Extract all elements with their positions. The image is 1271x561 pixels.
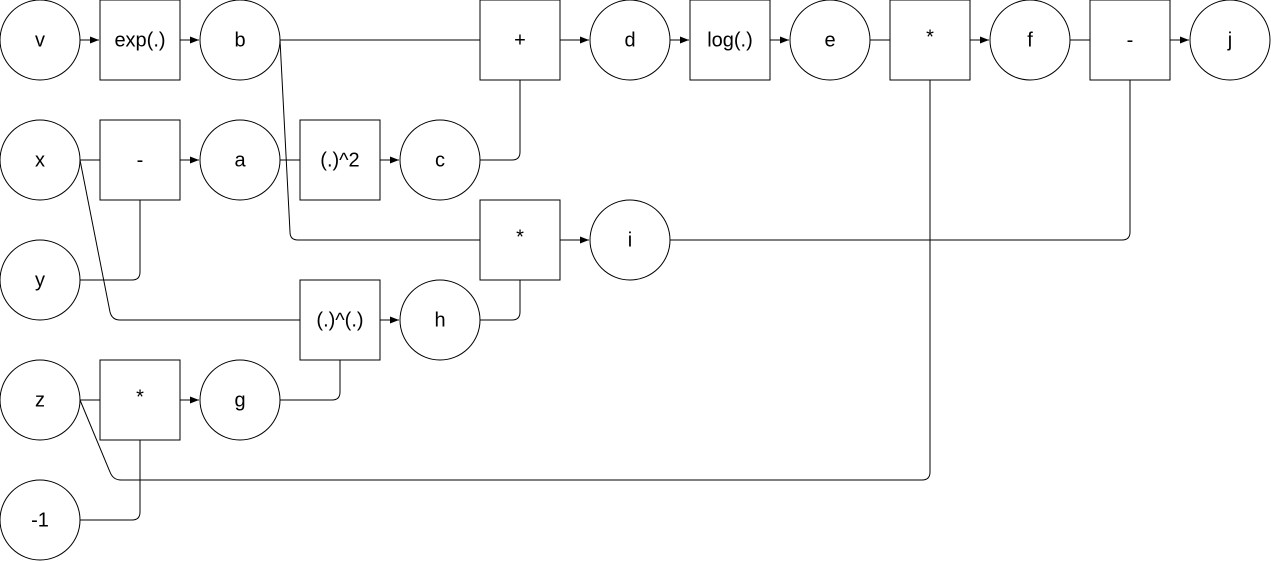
node-label-z: z	[35, 389, 45, 411]
node-label-c: c	[435, 149, 445, 171]
node-label-g: g	[234, 389, 245, 411]
node-label-f: f	[1027, 29, 1033, 51]
op-label-sq: (.)^2	[320, 149, 359, 171]
op-label-sub2: -	[1127, 29, 1134, 51]
node-e: e	[789, 0, 871, 81]
edge-z-to-mul3	[79, 80, 931, 481]
op-box-mul2: *	[479, 199, 561, 281]
op-box-log: log(.)	[689, 0, 771, 81]
node-f: f	[989, 0, 1071, 81]
op-label-mulz: *	[136, 386, 144, 408]
node-z: z	[0, 359, 81, 441]
node-c: c	[399, 119, 481, 201]
edge-neg1-to-mulz	[80, 440, 141, 521]
op-label-pow: (.)^(.)	[316, 309, 363, 331]
op-label-add: +	[514, 29, 526, 51]
op-label-sub1: -	[137, 149, 144, 171]
operation-boxes: exp(.) - * (.)^2 (.)^(.) + * log(.) * -	[99, 0, 1171, 441]
node-g: g	[199, 359, 281, 441]
node-v: v	[0, 0, 81, 81]
op-box-mul3: *	[889, 0, 971, 81]
op-box-exp: exp(.)	[99, 0, 181, 81]
node-label-j: j	[1227, 29, 1232, 51]
op-label-log: log(.)	[707, 29, 753, 51]
node-j: j	[1189, 0, 1271, 81]
op-box-mulz: *	[99, 359, 181, 441]
node-label-h: h	[434, 309, 445, 331]
node-label-x: x	[35, 149, 45, 171]
node-label-a: a	[234, 149, 246, 171]
op-label-mul2: *	[516, 226, 524, 248]
op-label-exp: exp(.)	[114, 29, 165, 51]
node-b: b	[199, 0, 281, 81]
node-label-y: y	[35, 269, 45, 291]
node-label-v: v	[35, 29, 45, 51]
op-box-sq: (.)^2	[299, 119, 381, 201]
node-label-b: b	[234, 29, 245, 51]
node-d: d	[589, 0, 671, 81]
edge-b-to-mul2	[279, 39, 480, 241]
edge-i-to-sub2	[670, 80, 1131, 241]
node-x: x	[0, 119, 81, 201]
op-label-mul3: *	[926, 26, 934, 48]
op-box-sub1: -	[99, 119, 181, 201]
edge-h-to-mul2	[480, 280, 521, 321]
node-h: h	[399, 279, 481, 361]
node-label-i: i	[628, 229, 632, 251]
node-i: i	[589, 199, 671, 281]
op-box-sub2: -	[1089, 0, 1171, 81]
op-box-add: +	[479, 0, 561, 81]
edge-g-to-pow	[280, 360, 341, 401]
node-label-d: d	[624, 29, 635, 51]
node-label-neg1: -1	[31, 509, 49, 531]
node-a: a	[199, 119, 281, 201]
node-label-e: e	[824, 29, 835, 51]
op-box-pow: (.)^(.)	[299, 279, 381, 361]
node-neg1: -1	[0, 479, 81, 561]
edge-c-to-add	[480, 80, 521, 161]
edge-y-to-sub1	[80, 200, 141, 281]
edge-x-to-pow	[79, 159, 300, 321]
node-y: y	[0, 239, 81, 321]
edges	[79, 36, 1189, 521]
